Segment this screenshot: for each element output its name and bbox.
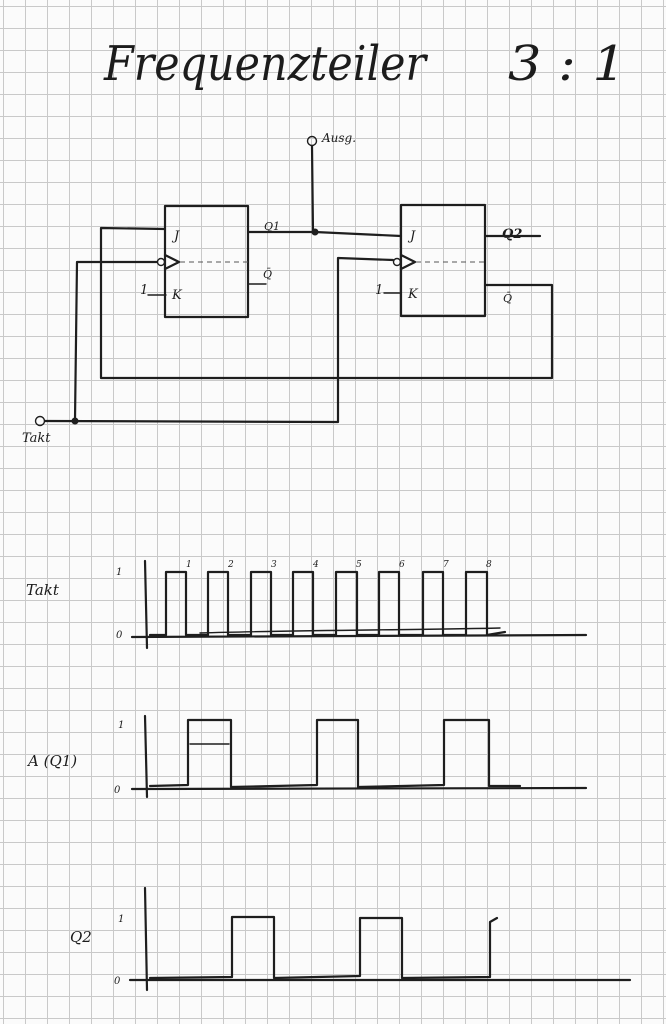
timing-row-q2: Q2 1 0 [70,886,632,992]
flip-flop-2 [399,203,487,318]
pulse-number-labels: 1 2 3 4 5 6 7 8 [186,560,492,570]
pulse-number-label: 2 [227,560,234,570]
y-axis [143,886,149,992]
clock-to-ff1-wire [73,260,159,422]
clock-waveform [148,570,507,637]
output-terminal [306,135,318,147]
pulse-number-label: 5 [356,560,362,570]
pulse-number-label: 8 [486,560,492,570]
level-low-label: 0 [114,785,121,796]
ff2-clock-inversion-bubble [392,257,402,267]
pulse-number-label: 7 [443,560,449,570]
pulse-number-label: 6 [399,560,405,570]
clock-junction [71,417,79,425]
pulse-number-label: 3 [271,560,277,570]
clock-baseline-drift [199,627,501,634]
q2-waveform [148,915,499,980]
ff1-q-label: Q1 [264,220,280,233]
qbar2-feedback-wire [99,226,554,380]
division-ratio: 3 : 1 [508,36,626,92]
q1-to-j2-wire [246,230,403,238]
ff2-q-label: Q2 [502,227,522,242]
level-low-label: 0 [116,630,123,641]
output-wire [310,144,315,234]
pulse-number-label: 1 [186,560,192,570]
level-high-label: 1 [118,914,124,925]
clock-input-terminal [34,415,46,427]
q1-waveform [148,718,522,789]
timing-row-clock: Takt 1 0 1 2 3 4 5 6 7 8 [26,559,588,650]
level-low-label: 0 [114,976,121,987]
page-title: Frequenzteiler [103,36,429,92]
clock-input-label: Takt [22,431,51,446]
circuit-diagram: Ausg. J K 1 Q1 Q̄ J K 1 Q2 Q̄ [22,131,554,446]
ff1-k-input-value: 1 [140,283,148,298]
timing-row-q1: A (Q1) 1 0 [26,714,588,799]
ff1-clock-triangle [163,253,181,271]
ff2-j-label: J [407,229,416,244]
timing-row-label: Takt [26,581,60,599]
pulse-number-label: 4 [312,560,319,570]
ff1-j-label: J [171,229,180,244]
timing-row-label: Q2 [70,928,92,946]
ff2-k-label: K [407,287,419,302]
ff2-qbar-label: Q̄ [503,292,512,305]
level-high-label: 1 [118,720,124,731]
ff1-k-label: K [171,288,183,303]
ff1-clock-inversion-bubble [156,257,166,267]
ff1-qbar-label: Q̄ [263,268,272,281]
level-high-label: 1 [116,567,122,578]
ff2-clock-triangle [399,253,417,271]
timing-row-label: A (Q1) [26,752,77,770]
y-axis [143,559,149,650]
y-axis [143,714,149,799]
output-label: Ausg. [321,131,356,145]
x-axis [130,786,588,791]
ff2-k-input-value: 1 [375,283,383,298]
timing-diagrams: Takt 1 0 1 2 3 4 5 6 7 8 A (Q1) 1 0 Q2 1 0 [26,559,632,992]
clock-main-line [43,256,395,424]
